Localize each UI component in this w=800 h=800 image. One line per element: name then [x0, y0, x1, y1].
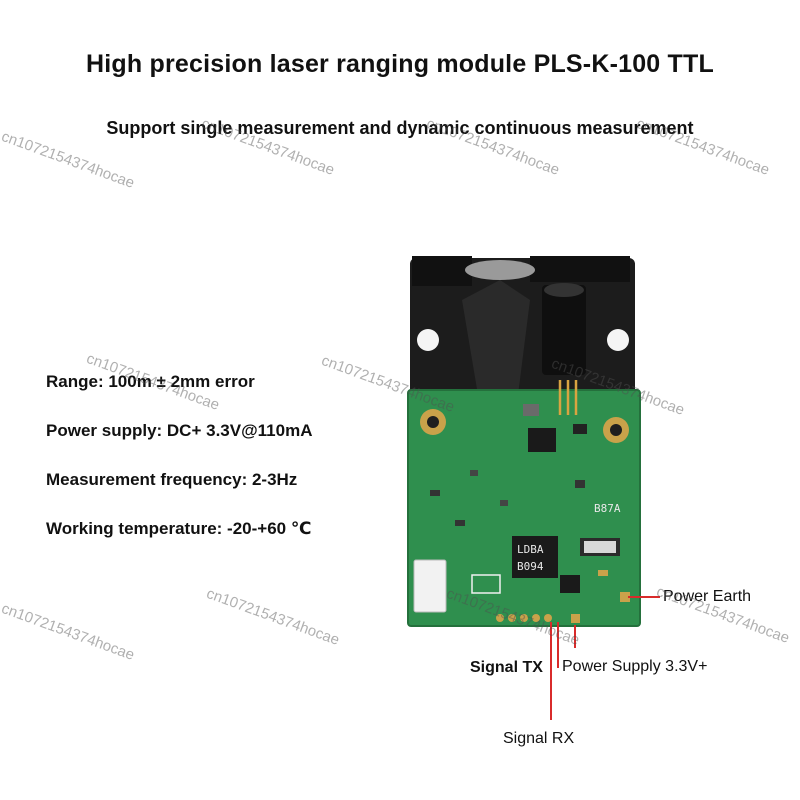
spec-power-supply: Power supply: DC+ 3.3V@110mA — [46, 421, 313, 440]
silkscreen-code: B87A — [594, 502, 621, 515]
label-signal-rx: Signal RX — [503, 730, 575, 747]
chip-marking-line2: B094 — [517, 560, 544, 573]
page-title: High precision laser ranging module PLS-… — [86, 50, 714, 78]
page-subtitle: Support single measurement and dynamic c… — [106, 118, 694, 138]
optical-housing — [410, 256, 635, 398]
spec-working-temperature: Working temperature: -20-+60 ℃ — [46, 519, 312, 538]
chip-marking-line1: LDBA — [517, 543, 544, 556]
pcb: LDBA B094 B87A — [407, 380, 641, 627]
label-signal-tx: Signal TX — [470, 659, 543, 676]
spec-measurement-frequency: Measurement frequency: 2-3Hz — [46, 470, 298, 489]
pin-pointer-lines — [550, 596, 660, 720]
label-power-supply: Power Supply 3.3V+ — [562, 658, 708, 675]
spec-range: Range: 100m ± 2mm error — [46, 372, 255, 391]
label-power-earth: Power Earth — [663, 588, 752, 605]
